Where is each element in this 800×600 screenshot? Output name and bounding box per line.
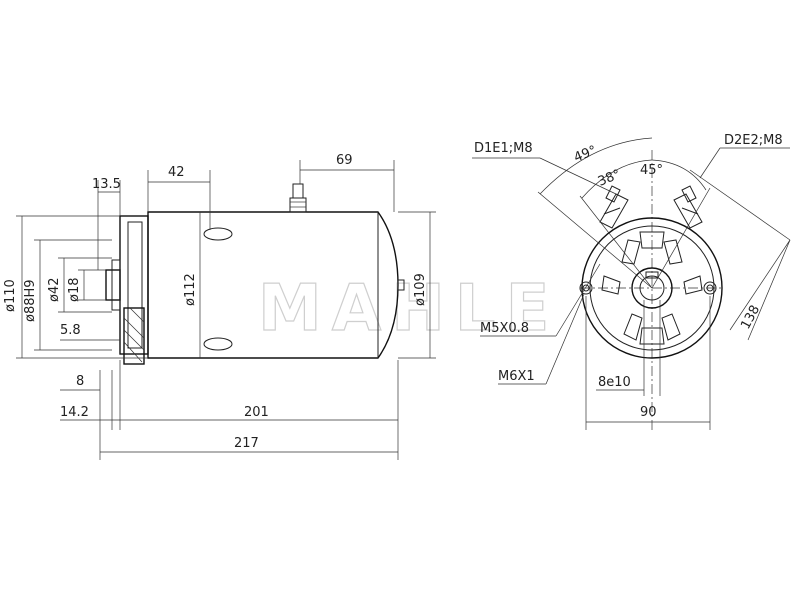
terminal-stud bbox=[289, 183, 307, 213]
dim-d42: ø42 bbox=[47, 278, 62, 303]
dim-13-5: 13.5 bbox=[92, 177, 121, 192]
mount-hole-right bbox=[703, 281, 717, 295]
hub bbox=[631, 267, 673, 309]
flange bbox=[123, 307, 145, 365]
dim-14-2: 14.2 bbox=[60, 405, 89, 420]
dim-138: 138 bbox=[738, 303, 763, 332]
dim-90: 90 bbox=[640, 405, 657, 420]
housing-ribs bbox=[601, 231, 703, 345]
terminal-d1e1 bbox=[599, 185, 629, 229]
angle-lines bbox=[472, 137, 791, 430]
side-view: 13.5 42 69 ø110 ø88H9 ø42 ø18 5.8 ø112 ø… bbox=[3, 153, 436, 460]
bolt-top bbox=[203, 227, 233, 241]
label-m5x0-8: M5X0.8 bbox=[480, 321, 529, 336]
angle-49: 49° bbox=[572, 143, 599, 166]
shaft bbox=[105, 269, 121, 301]
label-d2e2: D2E2;M8 bbox=[724, 133, 783, 148]
terminal-d2e2 bbox=[673, 185, 703, 229]
dim-d88h9: ø88H9 bbox=[23, 279, 38, 322]
mount-hole-left bbox=[579, 281, 593, 295]
angle-38: 38° bbox=[596, 167, 623, 190]
dim-d109: ø109 bbox=[413, 273, 428, 306]
dim-201: 201 bbox=[244, 405, 269, 420]
label-m6x1: M6X1 bbox=[498, 369, 535, 384]
dim-d110: ø110 bbox=[3, 279, 18, 312]
bolt-bottom bbox=[203, 337, 233, 351]
label-d1e1: D1E1;M8 bbox=[474, 141, 533, 156]
angle-45: 45° bbox=[640, 163, 663, 178]
dim-8: 8 bbox=[76, 374, 84, 389]
side-dimension-lines bbox=[16, 160, 436, 460]
dim-217: 217 bbox=[234, 436, 259, 451]
housing-circle bbox=[581, 217, 723, 359]
label-8e10: 8e10 bbox=[598, 375, 631, 390]
dim-69: 69 bbox=[336, 153, 353, 168]
dim-d18: ø18 bbox=[67, 278, 82, 303]
dim-d112: ø112 bbox=[183, 273, 198, 306]
dim-42: 42 bbox=[168, 165, 185, 180]
dim-5-8: 5.8 bbox=[60, 323, 81, 338]
end-view: D1E1;M8 D2E2;M8 49° 38° 45° M5X0.8 M6X1 … bbox=[472, 133, 791, 430]
